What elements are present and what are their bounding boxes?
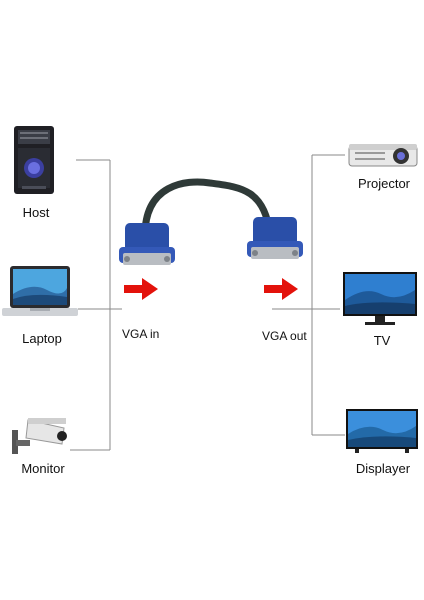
input-arrow-icon bbox=[124, 278, 158, 300]
device-label-tv: TV bbox=[373, 333, 391, 348]
desktop-tower-icon bbox=[14, 126, 54, 194]
vga-cable bbox=[119, 178, 303, 265]
display-screen-icon bbox=[346, 409, 418, 453]
output-arrow-icon bbox=[264, 278, 298, 300]
vga-out-connector bbox=[247, 217, 303, 259]
vga-in-connector bbox=[119, 223, 175, 265]
laptop-icon bbox=[2, 266, 78, 316]
vga-in-label: VGA in bbox=[122, 327, 160, 341]
device-label-monitor: Monitor bbox=[21, 461, 65, 476]
vga-out-label: VGA out bbox=[262, 329, 307, 343]
device-label-laptop: Laptop bbox=[22, 331, 62, 346]
projector-icon bbox=[348, 144, 418, 167]
security-camera-icon bbox=[12, 418, 67, 454]
device-label-displayer: Displayer bbox=[355, 461, 411, 476]
device-label-host: Host bbox=[22, 205, 50, 220]
device-label-projector: Projector bbox=[357, 176, 411, 191]
tv-icon bbox=[343, 272, 417, 325]
